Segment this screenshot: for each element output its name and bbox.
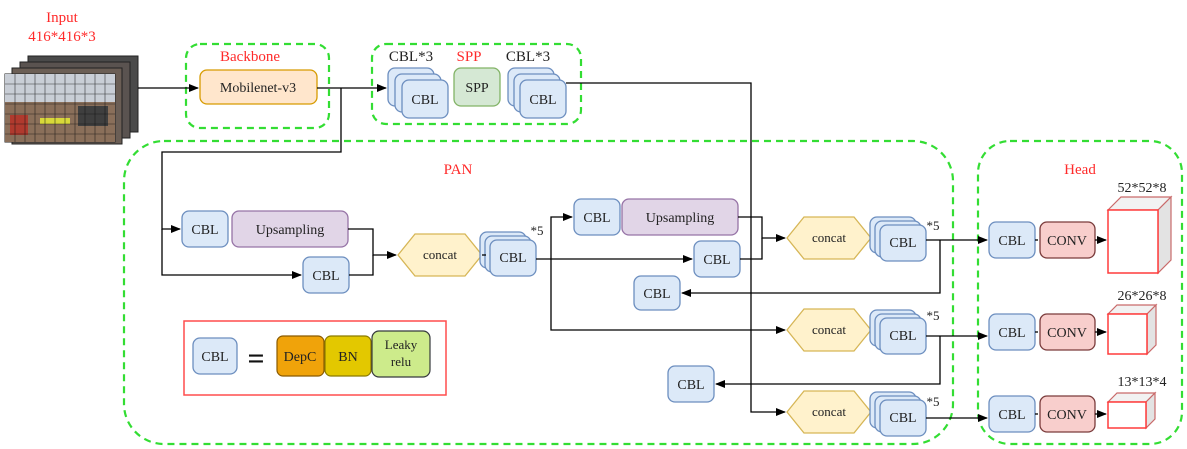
pan-group [122,139,955,446]
pan-cbl-3 [573,198,621,236]
output-cube-3 [1106,391,1157,430]
spp-cbl-stack-left [387,67,449,119]
head-cbl-2-label: CBL [998,326,1025,341]
pan-concat-3-label: concat [812,322,846,337]
pan-stack-1-mult: *5 [531,223,544,238]
pan-label: PAN [444,162,473,178]
pan-cbl-stack-1 [479,231,537,277]
input-size: 416*416*3 [28,29,96,45]
legend-cbl [192,337,238,375]
mobilenet-label: Mobilenet-v3 [220,81,296,96]
spp-cbl-left-label: CBL [411,93,438,108]
spp-cbl3-right-label: CBL*3 [506,49,550,65]
head-output-2: 26*26*8 [1118,289,1167,304]
pan-upsampling-2-label: Upsampling [646,211,714,226]
pan-stack-4-mult: *5 [927,394,940,409]
pan-cbl-stack-2-label: CBL [889,236,916,251]
spp-box-label: SPP [465,81,489,96]
pan-cbl-2-label: CBL [312,269,339,284]
spp-cbl-right-label: CBL [529,93,556,108]
backbone-label: Backbone [220,49,280,65]
head-label: Head [1064,162,1096,178]
pan-cbl-stack-2 [869,216,927,262]
legend-leaky-label-2: relu [391,354,412,369]
spp-cbl-stack-right [507,67,567,119]
pan-cbl-stack-4 [869,391,927,437]
pan-cbl-stack-3 [869,309,927,355]
spp-box [453,67,501,107]
legend-bn-label: BN [338,350,357,365]
output-cube-2 [1106,303,1158,356]
legend-leaky-relu [371,330,431,378]
pan-concat-4-label: concat [812,404,846,419]
head-conv-1-label: CONV [1047,234,1087,249]
legend-leaky-label-1: Leaky [385,337,418,352]
pan-cbl-3-label: CBL [583,211,610,226]
connectors [138,82,1107,422]
head-conv-3-label: CONV [1047,408,1087,423]
pan-concat-1-label: concat [423,247,457,262]
pan-cbl-stack-3-label: CBL [889,329,916,344]
legend-depc [276,335,325,377]
pan-cbl-5-label: CBL [643,287,670,302]
pan-cbl-1 [181,210,229,248]
legend-cbl-label: CBL [201,350,228,365]
input-title: Input [46,10,78,26]
head-output-1: 52*52*8 [1118,181,1167,196]
pan-cbl-stack-1-label: CBL [499,251,526,266]
spp-title-label: SPP [456,49,481,65]
spp-group [370,42,583,126]
pan-cbl-6-label: CBL [677,378,704,393]
pan-stack-2-mult: *5 [927,218,940,233]
pan-cbl-6 [667,365,715,403]
pan-cbl-4-label: CBL [703,253,730,268]
legend-bn [324,335,372,377]
legend-equals: = [247,342,264,375]
pan-cbl-1-label: CBL [191,223,218,238]
head-cbl-1-label: CBL [998,234,1025,249]
pan-cbl-5 [633,275,681,311]
head-cbl-3-label: CBL [998,408,1025,423]
spp-cbl3-left-label: CBL*3 [389,49,433,65]
input-image-stack [4,55,139,145]
pan-stack-3-mult: *5 [927,308,940,323]
pan-cbl-stack-4-label: CBL [889,411,916,426]
head-output-3: 13*13*4 [1118,375,1167,390]
pan-concat-2-label: concat [812,230,846,245]
output-cube-1 [1106,195,1173,275]
head-conv-2-label: CONV [1047,326,1087,341]
mobilenet-box [199,69,318,105]
pan-upsampling-1-label: Upsampling [256,223,324,238]
legend-depc-label: DepC [284,350,317,365]
